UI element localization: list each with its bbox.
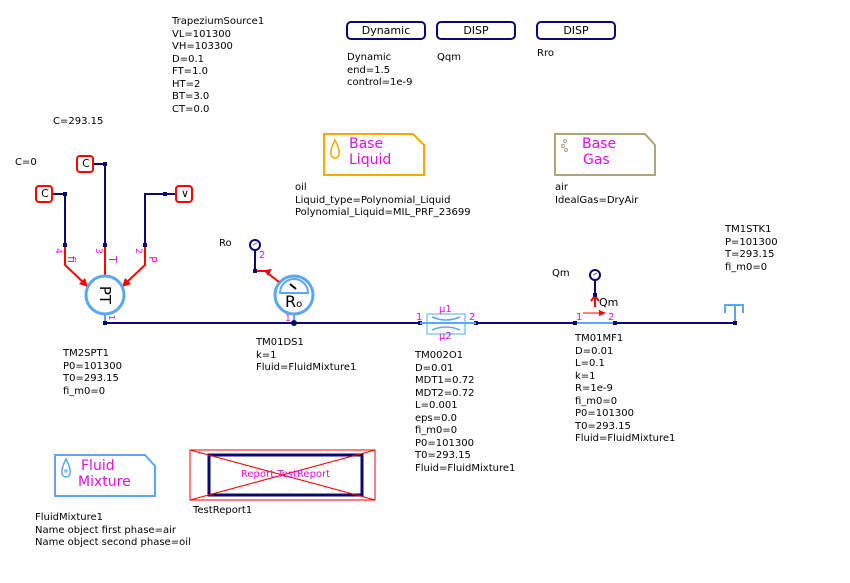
const-block-fi[interactable]: [35, 185, 53, 203]
droplet-icon: [330, 138, 340, 159]
gas-bubbles-icon: [561, 139, 568, 152]
orifice-mu2-label: μ2: [439, 331, 452, 342]
test-report-label: TestReport1: [193, 505, 253, 516]
orifice-port-1: 1: [416, 312, 423, 323]
const-block-temp[interactable]: [76, 155, 94, 173]
density-output-wire: [253, 249, 280, 283]
pt-port-2: 2: [132, 248, 143, 254]
dynamic-params: Dynamic end=1.5 control=1e-9: [347, 52, 413, 88]
const-zero-label: C=0: [15, 157, 37, 168]
orifice-mu1-label: μ1: [439, 304, 452, 315]
pt-signal-wires: [52, 162, 176, 247]
density-sensor[interactable]: [273, 274, 315, 326]
density-display-label: Ro: [219, 238, 232, 249]
pt-signal-p: P: [145, 256, 159, 263]
disp-block-qqm[interactable]: DISP: [436, 21, 516, 40]
droplet-icon: [61, 457, 71, 478]
mass-flow-port-1: 1: [576, 312, 583, 323]
mass-flow-params: TM01MF1 D=0.01 L=0.1 k=1 R=1e-9 fi_m0=0 …: [575, 333, 676, 444]
mass-flow-output-wire: [590, 279, 600, 307]
base-gas-params: air IdealGas=DryAir: [555, 182, 639, 206]
density-display[interactable]: [249, 239, 261, 251]
fluid-mixture-title: Fluid Mixture: [78, 458, 131, 490]
pt-sensor-params: TM2SPT1 P0=101300 T0=293.15 fi_m0=0: [63, 348, 122, 397]
mass-flow-display-label: Qm: [552, 268, 570, 279]
pt-input-arrows: [64, 247, 146, 284]
mass-flow-signal-label: Qm: [599, 296, 619, 309]
mass-flow-port-2: 2: [608, 312, 615, 323]
base-gas-block[interactable]: [554, 133, 656, 176]
density-port-1: 1: [285, 314, 291, 324]
orifice[interactable]: [418, 313, 478, 335]
pt-signal-t: T: [105, 256, 119, 263]
disp-block-rro[interactable]: DISP: [536, 21, 616, 40]
dynamic-block[interactable]: Dynamic: [346, 21, 426, 40]
base-liquid-params: oil Liquid_type=Polynomial_Liquid Polyno…: [295, 182, 471, 218]
mass-flow-sensor[interactable]: [573, 310, 617, 325]
orifice-port-2: 2: [469, 312, 476, 323]
base-liquid-block[interactable]: [323, 133, 425, 176]
const-fi-glyph: C: [41, 187, 49, 200]
orifice-params: TM002O1 D=0.01 MDT1=0.72 MDT2=0.72 L=0.0…: [415, 350, 516, 474]
base-gas-title: Base Gas: [582, 136, 617, 168]
stock-tank[interactable]: [724, 304, 744, 325]
fluid-mixture-block[interactable]: [54, 454, 156, 497]
trapezium-source-block[interactable]: [175, 185, 193, 203]
test-report-inner-text: Report.TestReport: [240, 469, 331, 480]
pt-sensor[interactable]: [84, 274, 126, 325]
pt-port-4: 4: [52, 248, 63, 254]
test-report-block[interactable]: [189, 449, 376, 501]
density-glyph: Ro: [285, 292, 303, 311]
pt-signal-fi: fi: [64, 256, 78, 263]
stock-params: TM1STK1 P=101300 T=293.15 fi_m0=0: [725, 224, 778, 273]
trapezium-glyph: ∨: [180, 187, 190, 200]
density-port-2: 2: [259, 250, 266, 261]
disp-rro-label: Rro: [537, 48, 554, 59]
const-temp-label: C=293.15: [53, 116, 104, 127]
pt-port-1: 1: [107, 314, 117, 321]
base-liquid-title: Base Liquid: [349, 136, 392, 168]
fluid-mixture-params: FluidMixture1 Name object first phase=ai…: [35, 512, 191, 548]
const-temp-glyph: C: [82, 157, 90, 170]
mass-flow-display[interactable]: [589, 269, 601, 281]
trapezium-source-params: TrapeziumSource1 VL=101300 VH=103300 D=0…: [172, 16, 265, 115]
disp-qqm-label: Qqm: [437, 52, 461, 63]
pt-glyph: PT: [96, 285, 114, 305]
density-sensor-params: TM01DS1 k=1 Fluid=FluidMixture1: [256, 337, 357, 373]
pt-port-3: 3: [92, 248, 103, 254]
